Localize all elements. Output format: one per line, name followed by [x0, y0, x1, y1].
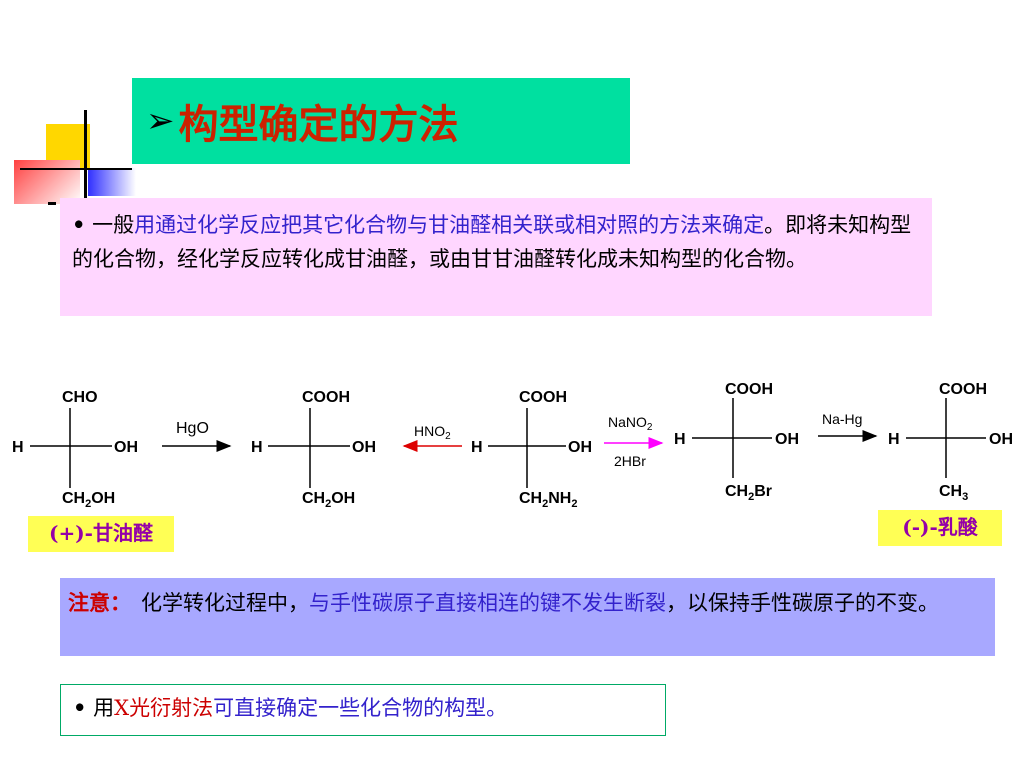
label-lactic-acid: (-)-乳酸: [878, 510, 1002, 546]
m4-bottom: CH2Br: [725, 483, 772, 503]
xray-highlight: X光衍射法: [114, 696, 214, 720]
note-paragraph: 注意： 化学转化过程中，与手性碳原子直接相连的键不发生断裂，以保持手性碳原子的不…: [60, 578, 995, 656]
arrow-nahg-label: Na-Hg: [822, 411, 862, 427]
m2-right: OH: [352, 439, 376, 456]
m1-top: CHO: [62, 389, 98, 406]
molecule-glyceric-acid: COOH H OH CH2OH: [251, 389, 376, 510]
label-glyceraldehyde: (+)-甘油醛: [28, 516, 174, 552]
molecule-lactic-acid: COOH H OH CH3: [888, 381, 1013, 503]
m5-top: COOH: [939, 381, 987, 398]
m2-top: COOH: [302, 389, 350, 406]
m4-top: COOH: [725, 381, 773, 398]
arrow-nano2-bottom: 2HBr: [614, 453, 646, 469]
xray-paragraph: • 用X光衍射法可直接确定一些化合物的构型。: [60, 684, 666, 736]
bullet: •: [73, 695, 87, 720]
intro-part1: 一般: [92, 213, 135, 237]
deco-horizontal-line: [20, 168, 132, 170]
arrow-nahg: Na-Hg: [818, 411, 878, 442]
note-part1: 化学转化过程中，: [141, 591, 309, 615]
page-title: 构型确定的方法: [178, 102, 459, 148]
deco-vertical-line: [84, 110, 87, 202]
m3-right: OH: [568, 439, 592, 456]
m4-right: OH: [775, 431, 799, 448]
note-highlight: 与手性碳原子直接相连的键不发生断裂: [309, 591, 666, 615]
m5-left: H: [888, 431, 900, 448]
arrow-hgo-label: HgO: [176, 420, 209, 437]
arrow-hno2-label: HNO2: [414, 423, 451, 442]
m3-left: H: [471, 439, 483, 456]
deco-blue-square: [88, 168, 136, 196]
note-part3: ，以保持手性碳原子的不变。: [666, 591, 939, 615]
arrow-nano2-top: NaNO2: [608, 414, 653, 433]
m5-right: OH: [989, 431, 1013, 448]
intro-part3: 。即将未知构型的化合物，经化学反应转化成甘油醛，或由甘甘油醛转化成未知构型的化合…: [72, 213, 912, 271]
m1-left: H: [12, 439, 24, 456]
deco-red-square: [14, 160, 80, 204]
xray-part1: 用: [93, 696, 115, 720]
m2-bottom: CH2OH: [302, 490, 355, 510]
molecule-glyceraldehyde: CHO H OH CH2OH: [12, 389, 138, 510]
intro-paragraph: • 一般用通过化学反应把其它化合物与甘油醛相关联或相对照的方法来确定。即将未知构…: [60, 198, 932, 316]
m5-bottom: CH3: [939, 483, 968, 503]
deco-dash: [48, 202, 56, 205]
m3-bottom: CH2NH2: [519, 490, 577, 510]
arrow-bullet-icon: ➢: [146, 101, 175, 141]
xray-part3: 可直接确定一些化合物的构型。: [213, 696, 508, 720]
molecule-serine: COOH H OH CH2NH2: [471, 389, 592, 510]
m1-right: OH: [114, 439, 138, 456]
note-label: 注意：: [68, 590, 131, 615]
m4-left: H: [674, 431, 686, 448]
note-body: 化学转化过程中，与手性碳原子直接相连的键不发生断裂，以保持手性碳原子的不变。: [141, 586, 939, 656]
title-banner: ➢ 构型确定的方法: [132, 78, 630, 164]
arrow-hno2: HNO2: [402, 423, 462, 452]
molecule-bromo-acid: COOH H OH CH2Br: [674, 381, 799, 503]
arrow-nano2: NaNO2 2HBr: [604, 414, 664, 469]
m2-left: H: [251, 439, 263, 456]
bullet: •: [72, 212, 86, 237]
m3-top: COOH: [519, 389, 567, 406]
intro-highlight: 用通过化学反应把其它化合物与甘油醛相关联或相对照的方法来确定: [134, 213, 765, 237]
arrow-hgo: HgO: [162, 420, 232, 452]
m1-bottom: CH2OH: [62, 490, 115, 510]
